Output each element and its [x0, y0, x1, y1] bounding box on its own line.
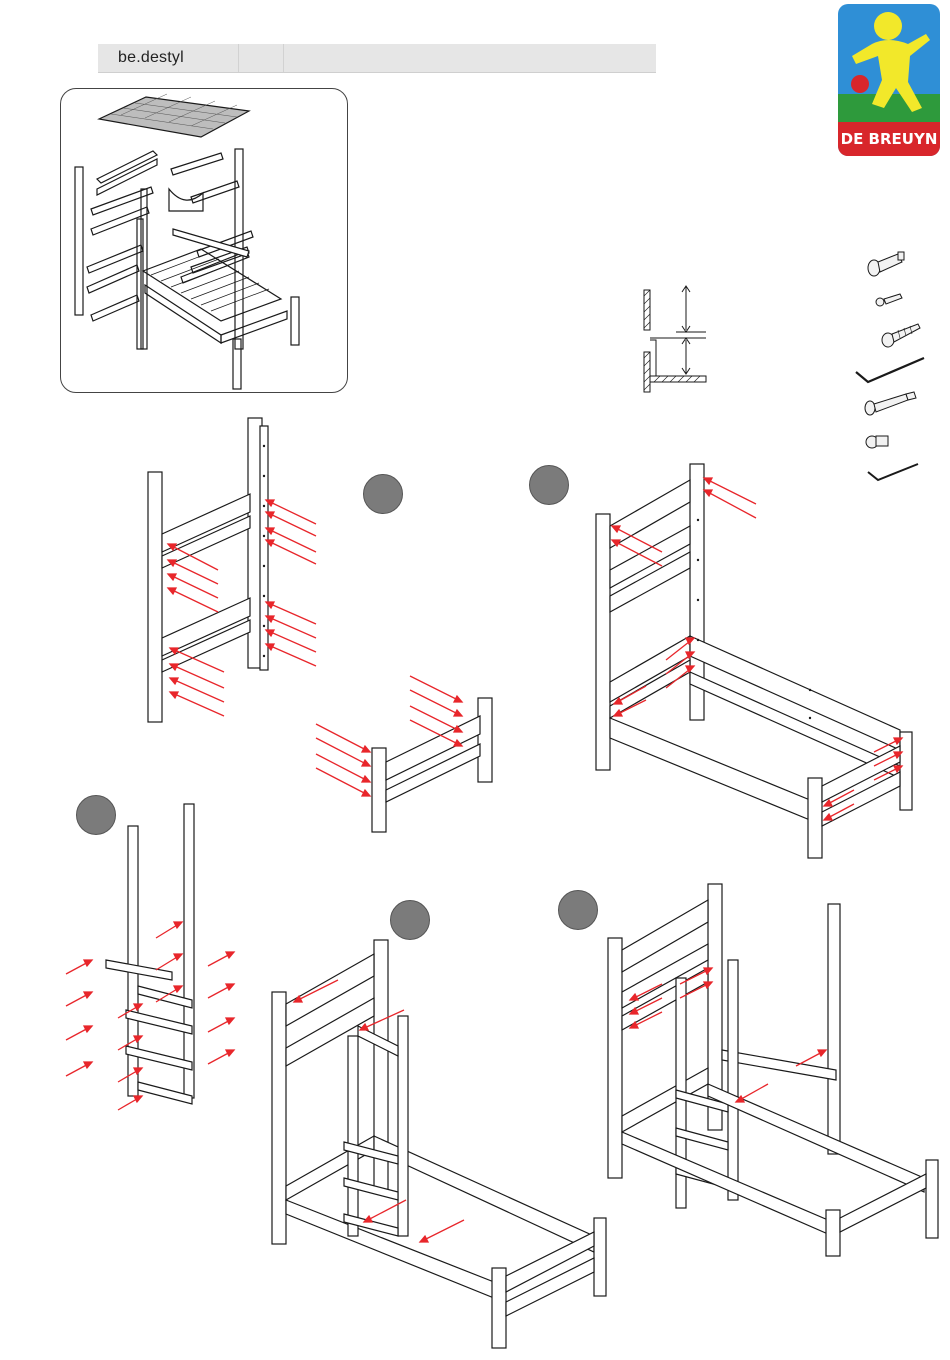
logo-text: DE BREUYN — [838, 130, 940, 148]
step-badge — [558, 890, 598, 930]
step6-bunk-assembly-drawing — [600, 880, 946, 1260]
step4-ladder-drawing — [58, 800, 248, 1120]
step2-footboard-drawing — [312, 672, 502, 838]
overview-exploded-view — [60, 88, 348, 393]
title-cell — [283, 44, 655, 72]
step-badge — [390, 900, 430, 940]
hex-key-large-icon — [856, 358, 924, 382]
step5-bed-with-ladder-drawing — [268, 936, 612, 1352]
sleeve-bolt-icon — [868, 252, 904, 276]
step3-bed-frame-drawing — [590, 460, 920, 860]
step-badge — [529, 465, 569, 505]
de-breuyn-logo: DE BREUYN — [838, 4, 940, 156]
wood-screw-icon — [882, 324, 920, 347]
title-cell — [238, 44, 284, 72]
step-badge — [363, 474, 403, 514]
document-title: be.destyl — [118, 49, 184, 67]
gap-detail-diagram — [636, 280, 712, 396]
title-bar: be.destyl — [98, 44, 656, 73]
hardware-list — [848, 244, 928, 484]
long-bolt-icon — [865, 392, 916, 415]
barrel-nut-icon — [866, 436, 888, 448]
step1-headboard-drawing — [140, 416, 330, 726]
overview-drawing — [61, 89, 347, 392]
small-screw-icon — [876, 294, 902, 306]
